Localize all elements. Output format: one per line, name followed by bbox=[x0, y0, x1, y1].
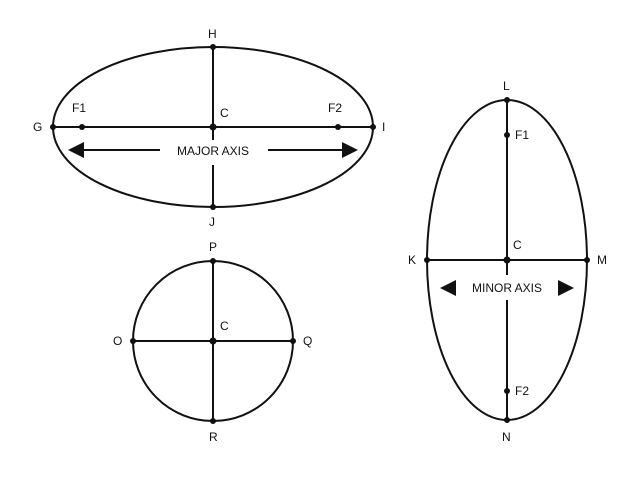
major-axis-label: MAJOR AXIS bbox=[177, 144, 249, 158]
label-m: M bbox=[597, 253, 607, 267]
label-h: H bbox=[208, 27, 217, 41]
point-k bbox=[424, 257, 430, 263]
label-o: O bbox=[113, 334, 122, 348]
point-focus1 bbox=[79, 124, 85, 130]
point-g bbox=[50, 124, 56, 130]
horizontal-ellipse: G I H J C F1 F2 MAJOR AXIS bbox=[33, 27, 385, 229]
label-f1: F1 bbox=[515, 128, 529, 142]
point-m bbox=[584, 257, 590, 263]
label-p: P bbox=[209, 240, 217, 254]
label-k: K bbox=[408, 253, 416, 267]
label-g: G bbox=[33, 120, 42, 134]
vertical-ellipse: K M L N C F1 F2 MINOR AXIS bbox=[408, 79, 607, 444]
label-c: C bbox=[220, 106, 229, 120]
point-focus2 bbox=[335, 124, 341, 130]
minor-axis-label: MINOR AXIS bbox=[472, 281, 542, 295]
label-j: J bbox=[209, 215, 215, 229]
point-focus1 bbox=[504, 132, 510, 138]
label-f2: F2 bbox=[515, 384, 529, 398]
label-r: R bbox=[209, 430, 218, 444]
point-n bbox=[504, 417, 510, 423]
label-c: C bbox=[513, 238, 522, 252]
label-i: I bbox=[382, 120, 385, 134]
point-h bbox=[210, 44, 216, 50]
point-o bbox=[130, 338, 136, 344]
label-f2: F2 bbox=[328, 101, 342, 115]
label-l: L bbox=[503, 79, 510, 93]
point-center bbox=[209, 337, 217, 345]
point-l bbox=[504, 97, 510, 103]
label-n: N bbox=[502, 430, 511, 444]
point-center bbox=[209, 123, 217, 131]
point-focus2 bbox=[504, 388, 510, 394]
point-i bbox=[370, 124, 376, 130]
point-q bbox=[290, 338, 296, 344]
label-c: C bbox=[220, 319, 229, 333]
circle-figure: O Q P R C bbox=[113, 240, 312, 444]
point-r bbox=[210, 418, 216, 424]
point-j bbox=[210, 204, 216, 210]
label-f1: F1 bbox=[72, 101, 86, 115]
point-p bbox=[210, 258, 216, 264]
label-q: Q bbox=[303, 334, 312, 348]
point-center bbox=[503, 256, 511, 264]
